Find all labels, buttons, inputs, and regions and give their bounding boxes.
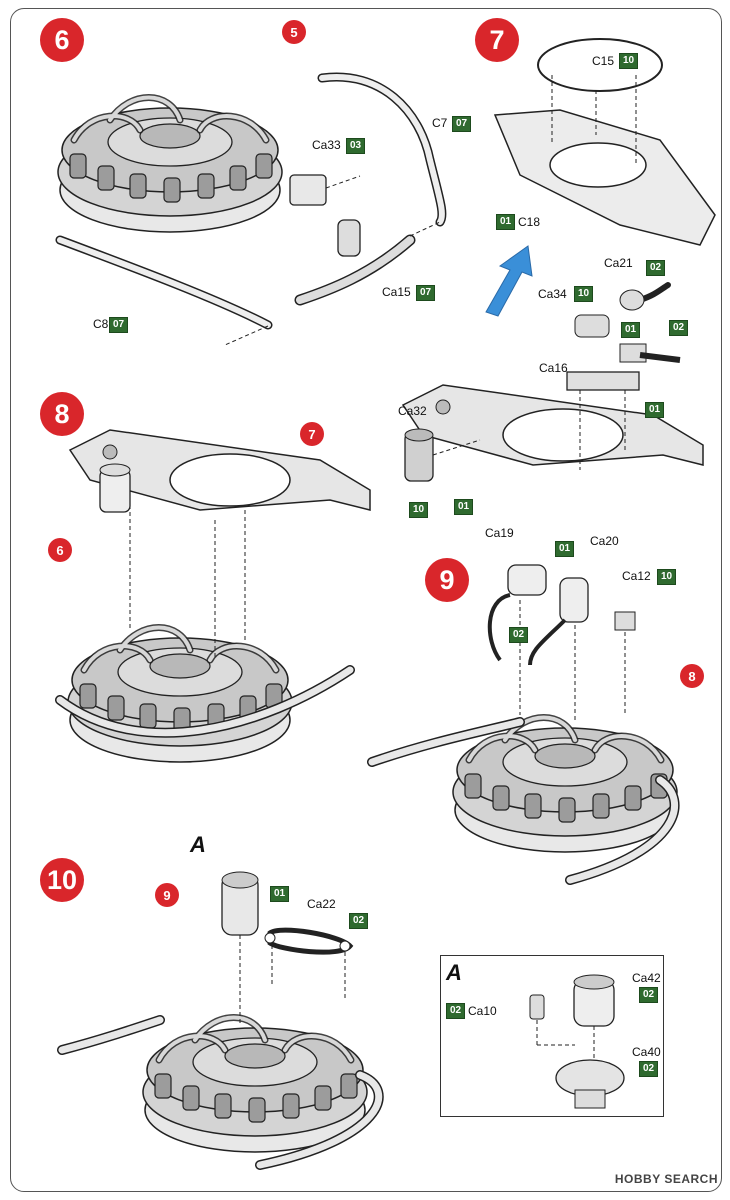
sprue-tag-extra-2: 02 — [669, 320, 689, 336]
part-label-ca33: Ca33 — [312, 138, 341, 152]
detail-a-letter: A — [446, 960, 462, 985]
part-label-c7: C7 — [432, 116, 448, 130]
sprue-tag-c15: 10 — [619, 53, 639, 69]
sprue-tag-ca40: 02 — [639, 1061, 659, 1077]
part-label-ca19: Ca19 — [485, 526, 514, 540]
ref-step-8: 8 — [680, 664, 704, 688]
sprue-tag-ca15: 07 — [416, 285, 436, 301]
part-label-ca21: Ca21 — [604, 256, 633, 270]
sprue-tag-ca34: 10 — [574, 286, 594, 302]
sprue-tag-ca22: 02 — [349, 913, 369, 929]
part-label-ca34: Ca34 — [538, 287, 567, 301]
sprue-tag-step10-extra: 01 — [270, 886, 290, 902]
part-label-ca32: Ca32 — [398, 404, 427, 418]
step-number-8: 8 — [40, 392, 84, 436]
sprue-tag-c18: 01 — [496, 214, 516, 230]
sprue-tag-ca32: 10 — [409, 502, 429, 518]
ref-step-5: 5 — [282, 20, 306, 44]
ref-step-9: 9 — [155, 883, 179, 907]
part-label-c18: C18 — [518, 215, 541, 229]
part-label-ca20: Ca20 — [590, 534, 619, 548]
step-number-9: 9 — [425, 558, 469, 602]
sprue-tag-ca21: 02 — [646, 260, 666, 276]
sprue-tag-c8: 07 — [109, 317, 129, 333]
detail-a-box — [440, 955, 664, 1117]
part-label-ca40: Ca40 — [632, 1045, 661, 1059]
part-label-c15: C15 — [592, 54, 615, 68]
watermark-logo: HOBBY SEARCH — [614, 1172, 718, 1186]
part-label-ca22: Ca22 — [307, 897, 336, 911]
part-label-c8: C8 — [93, 317, 109, 331]
part-label-ca15: Ca15 — [382, 285, 411, 299]
sprue-tag-ca33: 03 — [346, 138, 366, 154]
part-label-ca42: Ca42 — [632, 971, 661, 985]
ref-step-6: 6 — [48, 538, 72, 562]
sprue-tag-extra-3: 01 — [454, 499, 474, 515]
step-number-6: 6 — [40, 18, 84, 62]
step-number-10: 10 — [40, 858, 84, 902]
step-number-7: 7 — [475, 18, 519, 62]
ref-step-7: 7 — [300, 422, 324, 446]
sprue-tag-ca42: 02 — [639, 987, 659, 1003]
sprue-tag-c7: 07 — [452, 116, 472, 132]
part-label-ca10: Ca10 — [468, 1004, 497, 1018]
sprue-tag-ca10: 02 — [446, 1003, 466, 1019]
sprue-tag-ca20: 01 — [555, 541, 575, 557]
part-label-ca16: Ca16 — [539, 361, 568, 375]
part-label-ca12: Ca12 — [622, 569, 651, 583]
sprue-tag-extra-1: 01 — [621, 322, 641, 338]
sub-assembly-letter: A — [190, 832, 206, 857]
sprue-tag-ca12: 10 — [657, 569, 677, 585]
sprue-tag-ca19: 02 — [509, 627, 529, 643]
sprue-tag-ca16: 01 — [645, 402, 665, 418]
